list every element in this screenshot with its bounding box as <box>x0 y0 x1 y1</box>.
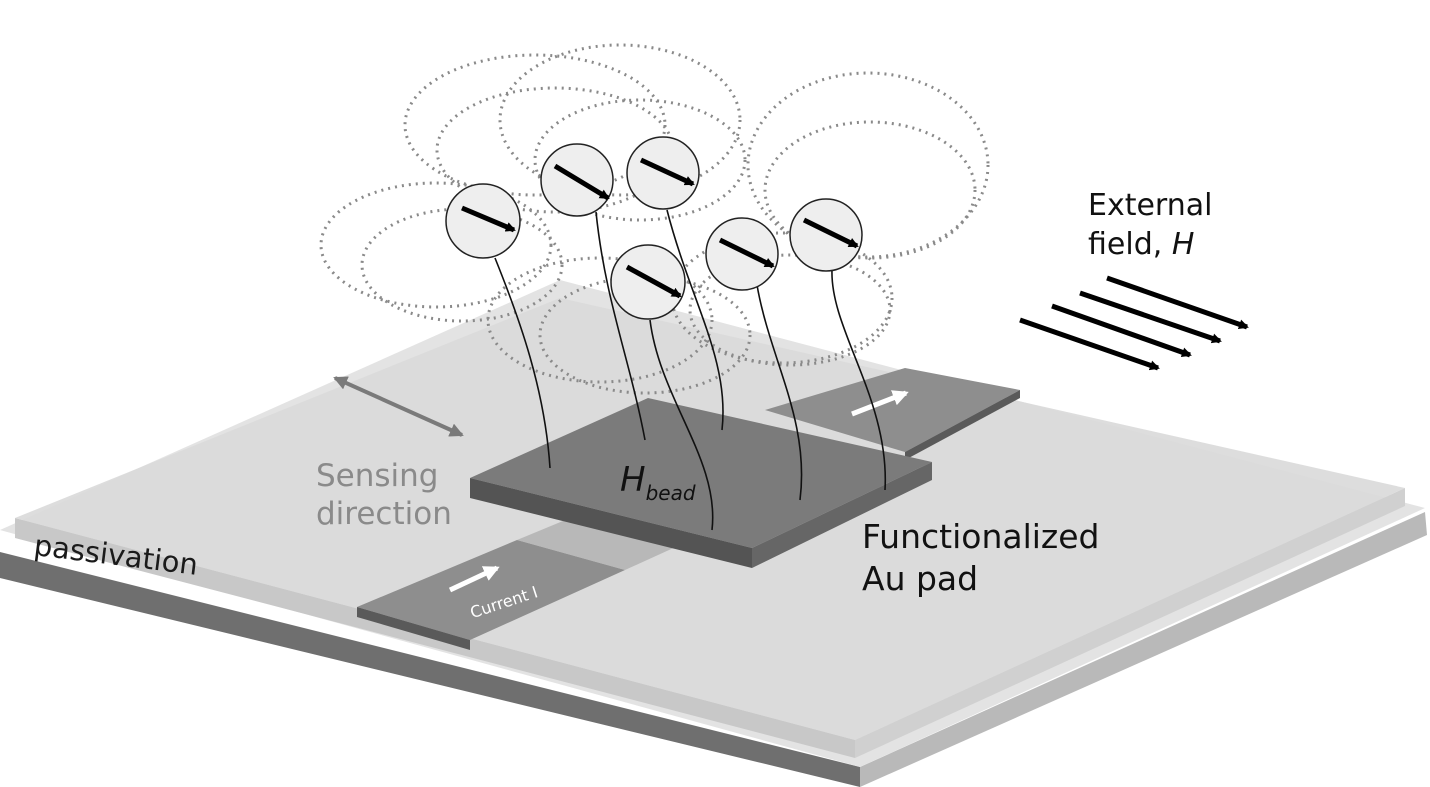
external-field-arrow <box>1019 317 1160 371</box>
field-loop <box>538 275 752 395</box>
au-pad-top <box>470 398 932 548</box>
substrate-side-right <box>860 512 1427 787</box>
sensor-strip-lower-side <box>357 607 470 650</box>
sensing-direction-label: Sensing direction <box>316 458 452 534</box>
au-pad <box>470 398 932 568</box>
magnetic-bead <box>610 244 686 320</box>
sensor-strip <box>357 368 1020 650</box>
external-field-arrow <box>1106 275 1249 330</box>
field-loop <box>533 98 747 222</box>
tether <box>831 269 887 491</box>
h-bead-symbol: H <box>620 460 646 500</box>
field-loop <box>688 253 892 367</box>
field-loop <box>746 71 990 259</box>
external-label-symbol: H <box>1171 227 1195 262</box>
tether <box>666 209 724 431</box>
pad-label-line2: Au pad <box>862 559 979 599</box>
external-label-prefix: field, <box>1088 227 1172 262</box>
au-pad-right <box>752 462 932 568</box>
field-loop <box>486 256 714 384</box>
sensing-direction-arrow <box>333 376 464 437</box>
bead-tethers <box>494 209 887 531</box>
external-label-line1: External <box>1088 188 1213 223</box>
sensing-label-line1: Sensing <box>316 458 439 494</box>
external-field-arrow <box>1051 303 1192 358</box>
external-label-line2: field, H <box>1088 225 1212 264</box>
passivation-side-right <box>855 488 1405 758</box>
h-bead-subscript: bead <box>645 481 696 505</box>
sensor-strip-upper-top <box>765 368 1020 452</box>
tether <box>595 211 646 441</box>
sensor-strip-lower-top <box>357 540 625 640</box>
tether <box>494 257 551 469</box>
sensor-strip-mid <box>517 516 680 570</box>
current-arrow-lower <box>448 565 500 593</box>
bead-field-lines <box>319 43 990 395</box>
external-field-arrows <box>1019 275 1249 371</box>
field-loop <box>763 120 977 260</box>
magnetic-bead <box>445 183 521 259</box>
au-pad-label: Functionalized Au pad <box>862 516 1100 600</box>
sensing-label-line2: direction <box>316 495 452 532</box>
au-pad-front <box>470 478 752 568</box>
field-loop <box>360 207 564 323</box>
field-loop <box>498 43 742 197</box>
magnetic-bead <box>626 136 700 210</box>
field-loop <box>319 181 553 309</box>
magnetic-bead <box>705 217 779 291</box>
field-loop <box>670 231 894 365</box>
sensor-strip-upper-side <box>905 390 1020 460</box>
external-field-label: External field, H <box>1088 186 1212 264</box>
magnetic-bead <box>789 198 863 272</box>
tether <box>649 319 714 531</box>
external-field-arrow <box>1079 290 1222 344</box>
magnetic-beads <box>445 136 863 320</box>
pad-label-line1: Functionalized <box>862 517 1100 556</box>
h-bead-label: Hbead <box>620 460 696 505</box>
field-loop <box>403 53 667 197</box>
current-arrow-upper <box>851 390 909 417</box>
tether <box>756 284 803 501</box>
magnetic-bead <box>540 143 614 217</box>
substrate-side <box>0 552 860 787</box>
